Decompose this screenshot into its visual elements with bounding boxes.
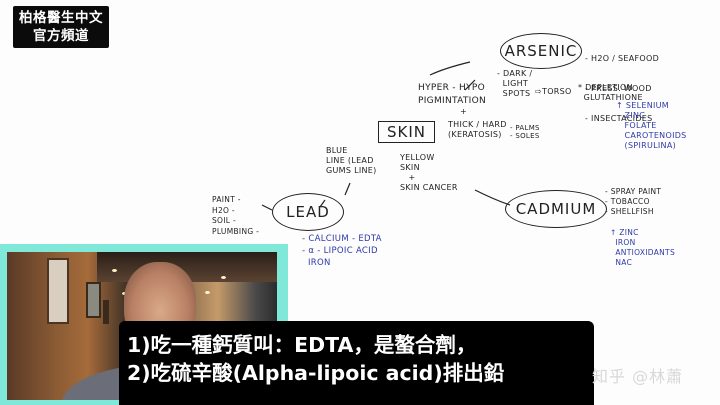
subtitle-line2: 2)吃硫辛酸(Alpha-lipoic acid)排出鉛 xyxy=(127,361,505,385)
channel-logo: 柏格醫生中文 官方頻道 xyxy=(13,6,109,48)
blue-line-text: BLUE LINE (LEAD GUMS LINE) xyxy=(326,146,377,175)
wall-picture-frame xyxy=(103,300,109,324)
skin-label: SKIN xyxy=(386,123,426,141)
lead-sources: PAINT - H2O - SOIL - PLUMBING - xyxy=(212,195,260,236)
keratosis-text: THICK / HARD (KERATOSIS) xyxy=(448,120,507,139)
channel-logo-line1: 柏格醫生中文 xyxy=(19,10,103,26)
cadmium-remedies: ↑ ZINC IRON ANTIOXIDANTS NAC xyxy=(610,228,676,267)
yellow-skin-text: YELLOW SKIN + SKIN CANCER xyxy=(400,153,458,192)
plus-sign: + xyxy=(460,107,468,116)
wall-picture-frame xyxy=(86,282,101,318)
channel-logo-line2: 官方頻道 xyxy=(33,28,89,44)
arsenic-node: ARSENIC xyxy=(500,33,582,69)
depletion-text: * DEPLETION GLUTATHIONE xyxy=(578,83,643,102)
lead-node: LEAD xyxy=(272,193,344,231)
cadmium-sources: - SPRAY PAINT - TOBACCO - SHELLFISH xyxy=(605,187,662,216)
subtitle-line1: 1)吃一種鈣質叫：EDTA，是螯合劑， xyxy=(127,333,477,357)
ceiling-lamp xyxy=(221,276,226,279)
torso-text: ⇨TORSO xyxy=(535,87,572,96)
dark-light-spots-text: - DARK / LIGHT SPOTS xyxy=(497,69,533,98)
arsenic-remedies: ↑ SELENIUM ZINC FOLATE CAROTENOIDS (SPIR… xyxy=(616,101,687,150)
arsenic-label: ARSENIC xyxy=(504,42,578,60)
subtitle-box: 1)吃一種鈣質叫：EDTA，是螯合劑， 2)吃硫辛酸(Alpha-lipoic … xyxy=(119,321,594,405)
skin-node: SKIN xyxy=(378,121,435,143)
palms-soles-text: - PALMS - SOLES xyxy=(510,124,540,140)
zhihu-watermark: 知乎 @林蕭 xyxy=(592,367,684,386)
arsenic-sources: - H2O / SEAFOOD - PRESS. WOOD - INSECTAC… xyxy=(585,54,660,123)
wall-picture-frame xyxy=(47,258,69,324)
ceiling-lamp xyxy=(205,291,210,294)
cadmium-node: CADMIUM xyxy=(505,190,607,228)
ceiling-lamp xyxy=(112,269,117,272)
lead-remedies: - CALCIUM - EDTA - α - LIPOIC ACID IRON xyxy=(302,234,382,268)
pigmentation-text: HYPER - HYPO PIGMINTATION xyxy=(418,83,487,106)
cadmium-label: CADMIUM xyxy=(515,200,597,218)
lead-label: LEAD xyxy=(286,203,330,221)
